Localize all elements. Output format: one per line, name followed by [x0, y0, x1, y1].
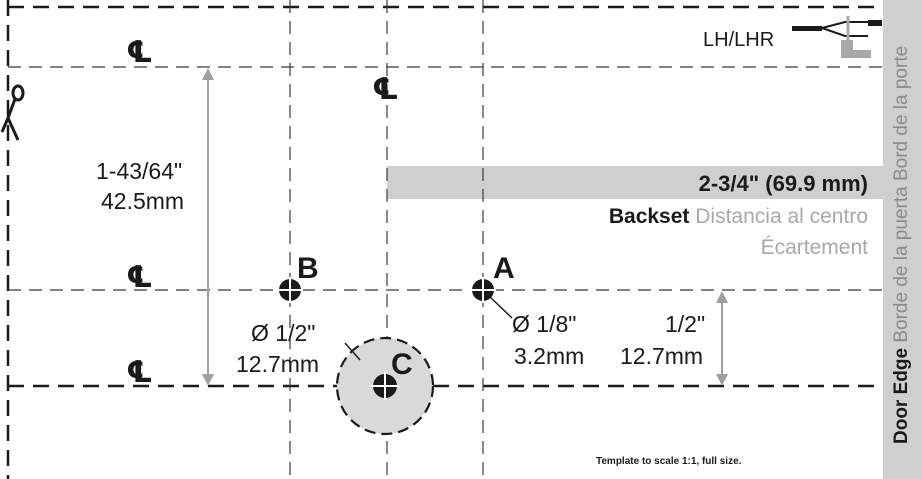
vertical-dimension-arrow	[202, 68, 214, 386]
hole-b-label: B	[297, 252, 319, 285]
door-edge-es: Borde de la puerta	[891, 186, 912, 343]
hole-c-label: C	[391, 348, 413, 381]
centerline-symbol: ℄	[126, 355, 153, 390]
backset-label-en: Backset	[608, 205, 690, 228]
hole-a-label: A	[493, 252, 515, 285]
backset-label-es: Distancia al centro	[695, 205, 868, 228]
hole-a-diameter-metric: 3.2mm	[514, 343, 585, 369]
handing-label: LH/LHR	[703, 29, 775, 51]
hole-c-diameter-metric: 12.7mm	[236, 351, 320, 377]
vertical-dimension-imperial: 1-43/64"	[96, 158, 183, 184]
offset-dimension-metric: 12.7mm	[620, 343, 704, 369]
door-latch-icon	[792, 16, 882, 58]
hole-a-leader	[488, 295, 513, 319]
door-edge-en: Door Edge	[891, 347, 912, 444]
hole-a-diameter-imperial: Ø 1/8"	[512, 311, 577, 337]
door-edge-label: Door Edge Borde de la puerta Bord de la …	[891, 46, 913, 444]
crosshair-icon	[470, 277, 496, 303]
door-edge-strip	[883, 0, 922, 479]
crosshair-icon	[277, 277, 303, 303]
crosshair-icon	[371, 372, 399, 400]
centerline-symbol: ℄	[126, 260, 153, 295]
centerline-symbol: ℄	[126, 35, 153, 70]
vertical-dimension-metric: 42.5mm	[101, 188, 185, 214]
backset-bar	[387, 166, 883, 199]
backset-label: Backset Distancia al centro	[609, 206, 868, 227]
offset-dimension-arrow	[716, 291, 728, 386]
scissors-icon	[0, 84, 25, 141]
backset-value: 2-3/4" (69.9 mm)	[698, 171, 868, 196]
centerline-symbol: ℄	[372, 72, 399, 107]
backset-label-fr: Écartement	[760, 236, 868, 259]
scale-note: Template to scale 1:1, full size.	[596, 456, 742, 467]
door-edge-fr: Bord de la porte	[891, 45, 912, 182]
hole-c-diameter-imperial: Ø 1/2"	[251, 320, 316, 346]
hole-c-leader	[344, 342, 361, 361]
offset-dimension-imperial: 1/2"	[665, 311, 706, 337]
